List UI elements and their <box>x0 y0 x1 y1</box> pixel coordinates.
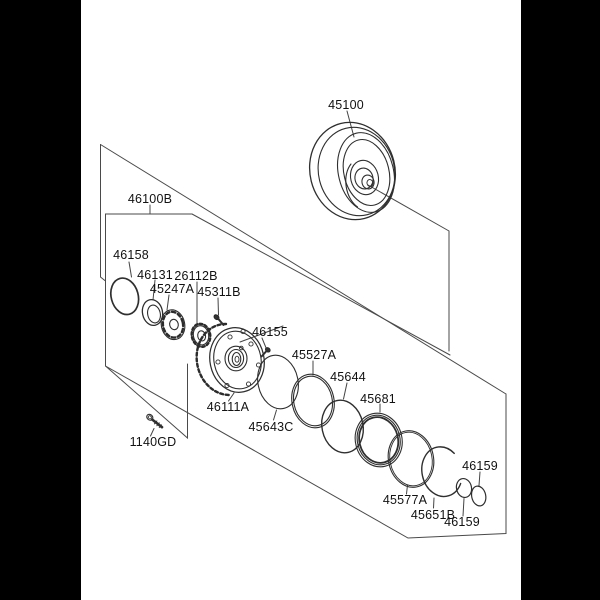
part-label-45311B: 45311B <box>197 285 241 299</box>
part-label-46158: 46158 <box>113 248 149 262</box>
part-label-45100: 45100 <box>328 98 364 112</box>
part-label-45643C: 45643C <box>248 420 294 434</box>
part-label-1140GD: 1140GD <box>129 435 177 449</box>
part-label-45681: 45681 <box>360 392 396 406</box>
part-label-46155: 46155 <box>252 325 288 339</box>
part-label-45247A: 45247A <box>149 282 195 296</box>
part-label-46111A: 46111A <box>206 400 250 414</box>
part-label-46159-15: 46159 <box>462 459 498 473</box>
part-label-46131: 46131 <box>137 268 173 282</box>
part-label-45644: 45644 <box>330 370 366 384</box>
part-label-46100B: 46100B <box>127 192 173 206</box>
part-label-45527A: 45527A <box>291 348 337 362</box>
part-label-45577A: 45577A <box>382 493 428 507</box>
part-label-45651B: 45651B <box>410 508 456 522</box>
part-label-26112B: 26112B <box>174 269 218 283</box>
part-label-46159-16: 46159 <box>444 515 480 529</box>
